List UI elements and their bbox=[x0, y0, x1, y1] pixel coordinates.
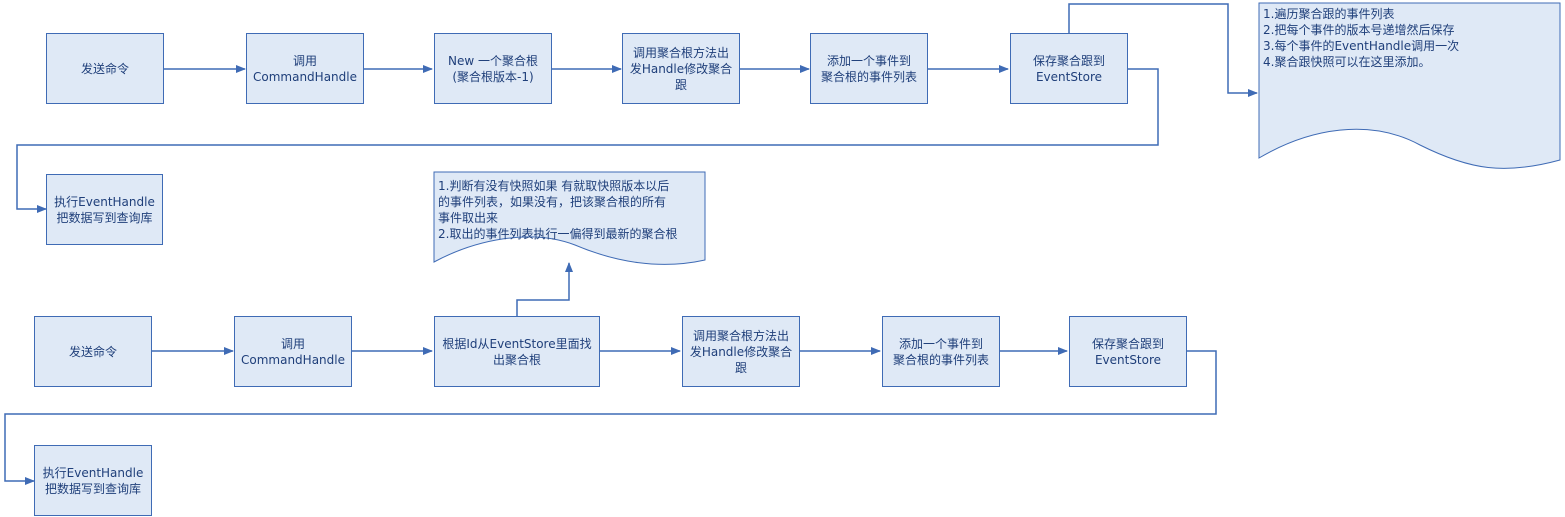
f2-exec-event-handle-box[interactable]: 执行EventHandle 把数据写到查询库 bbox=[34, 445, 152, 516]
note-document-shape-2 bbox=[433, 171, 706, 265]
f1-new-aggregate-box[interactable]: New 一个聚合根 (聚合根版本-1) bbox=[434, 33, 552, 104]
connector-f1-wrap bbox=[16, 68, 1159, 213]
f2-load-aggregate-box[interactable]: 根据Id从EventStore里面找 出聚合根 bbox=[434, 316, 600, 387]
f1-add-event-box[interactable]: 添加一个事件到 聚合根的事件列表 bbox=[810, 33, 928, 104]
connector-f2-wrap bbox=[4, 350, 1217, 485]
f1-call-command-handle-box[interactable]: 调用 CommandHandle bbox=[246, 33, 364, 104]
f2-add-event-box[interactable]: 添加一个事件到 聚合根的事件列表 bbox=[882, 316, 1000, 387]
f2-send-command-box[interactable]: 发送命令 bbox=[34, 316, 152, 387]
note-document-shape-1 bbox=[1258, 2, 1561, 169]
f1-invoke-aggregate-method-box[interactable]: 调用聚合根方法出 发Handle修改聚合 跟 bbox=[622, 33, 740, 104]
f2-save-eventstore-box[interactable]: 保存聚合跟到 EventStore bbox=[1069, 316, 1187, 387]
f2-call-command-handle-box[interactable]: 调用 CommandHandle bbox=[234, 316, 352, 387]
f1-save-eventstore-box[interactable]: 保存聚合跟到 EventStore bbox=[1010, 33, 1128, 104]
f1-send-command-box[interactable]: 发送命令 bbox=[46, 33, 164, 104]
f1-note-text: 1.遍历聚合跟的事件列表 2.把每个事件的版本号递增然后保存 3.每个事件的Ev… bbox=[1263, 7, 1460, 69]
connector-f2-to-note bbox=[516, 262, 573, 316]
connector-f1-to-note bbox=[1068, 3, 1258, 97]
f1-exec-event-handle-box[interactable]: 执行EventHandle 把数据写到查询库 bbox=[46, 174, 163, 245]
f2-invoke-aggregate-method-box[interactable]: 调用聚合根方法出 发Handle修改聚合 跟 bbox=[682, 316, 800, 387]
f2-note-text: 1.判断有没有快照如果 有就取快照版本以后 的事件列表，如果没有，把该聚合根的所… bbox=[438, 179, 678, 241]
